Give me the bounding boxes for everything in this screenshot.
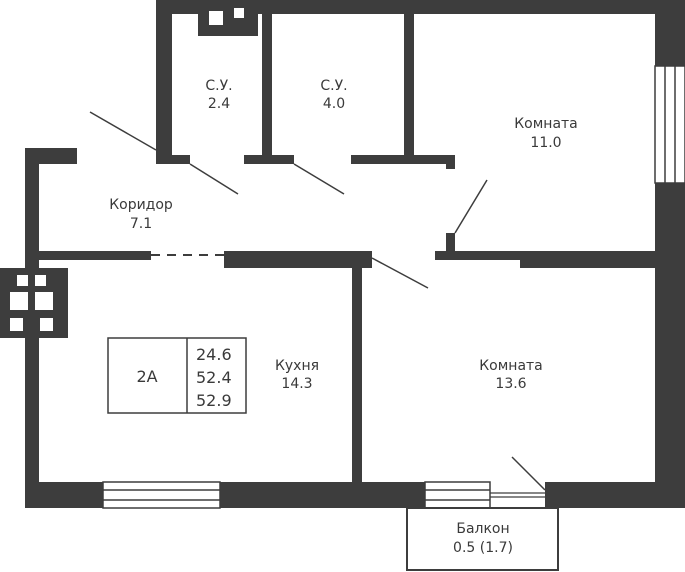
window-kitchen — [102, 481, 221, 509]
balcony-area: 0.5 (1.7) — [453, 540, 513, 556]
window-room2 — [424, 481, 545, 509]
balcony-outline — [406, 507, 559, 571]
living-area: 24.6 — [196, 345, 232, 364]
room-labels: С.У. 2.4 С.У. 4.0 Комната 11.0 Коридор 7… — [109, 78, 578, 556]
room1-name: Комната — [514, 116, 578, 132]
room2-name: Комната — [479, 358, 543, 374]
kitchen-name: Кухня — [275, 358, 319, 374]
wc1-name: С.У. — [205, 78, 232, 94]
corridor-name: Коридор — [109, 197, 173, 213]
room1-area: 11.0 — [530, 135, 561, 151]
total-area: 52.4 — [196, 368, 232, 387]
balcony-name: Балкон — [456, 521, 509, 537]
room2-area: 13.6 — [495, 376, 526, 392]
window-room1 — [654, 65, 685, 184]
wc2-name: С.У. — [320, 78, 347, 94]
kitchen-area: 14.3 — [281, 376, 312, 392]
door-swings — [89, 111, 546, 491]
wc2-area: 4.0 — [323, 96, 345, 112]
wc1-area: 2.4 — [208, 96, 230, 112]
walls — [0, 0, 685, 508]
total-area-with-balcony: 52.9 — [196, 391, 232, 410]
apartment-summary: 2А 24.6 52.4 52.9 — [107, 337, 247, 414]
shaft-ducts — [10, 8, 244, 331]
apartment-type: 2А — [136, 367, 157, 386]
corridor-area: 7.1 — [130, 216, 152, 232]
